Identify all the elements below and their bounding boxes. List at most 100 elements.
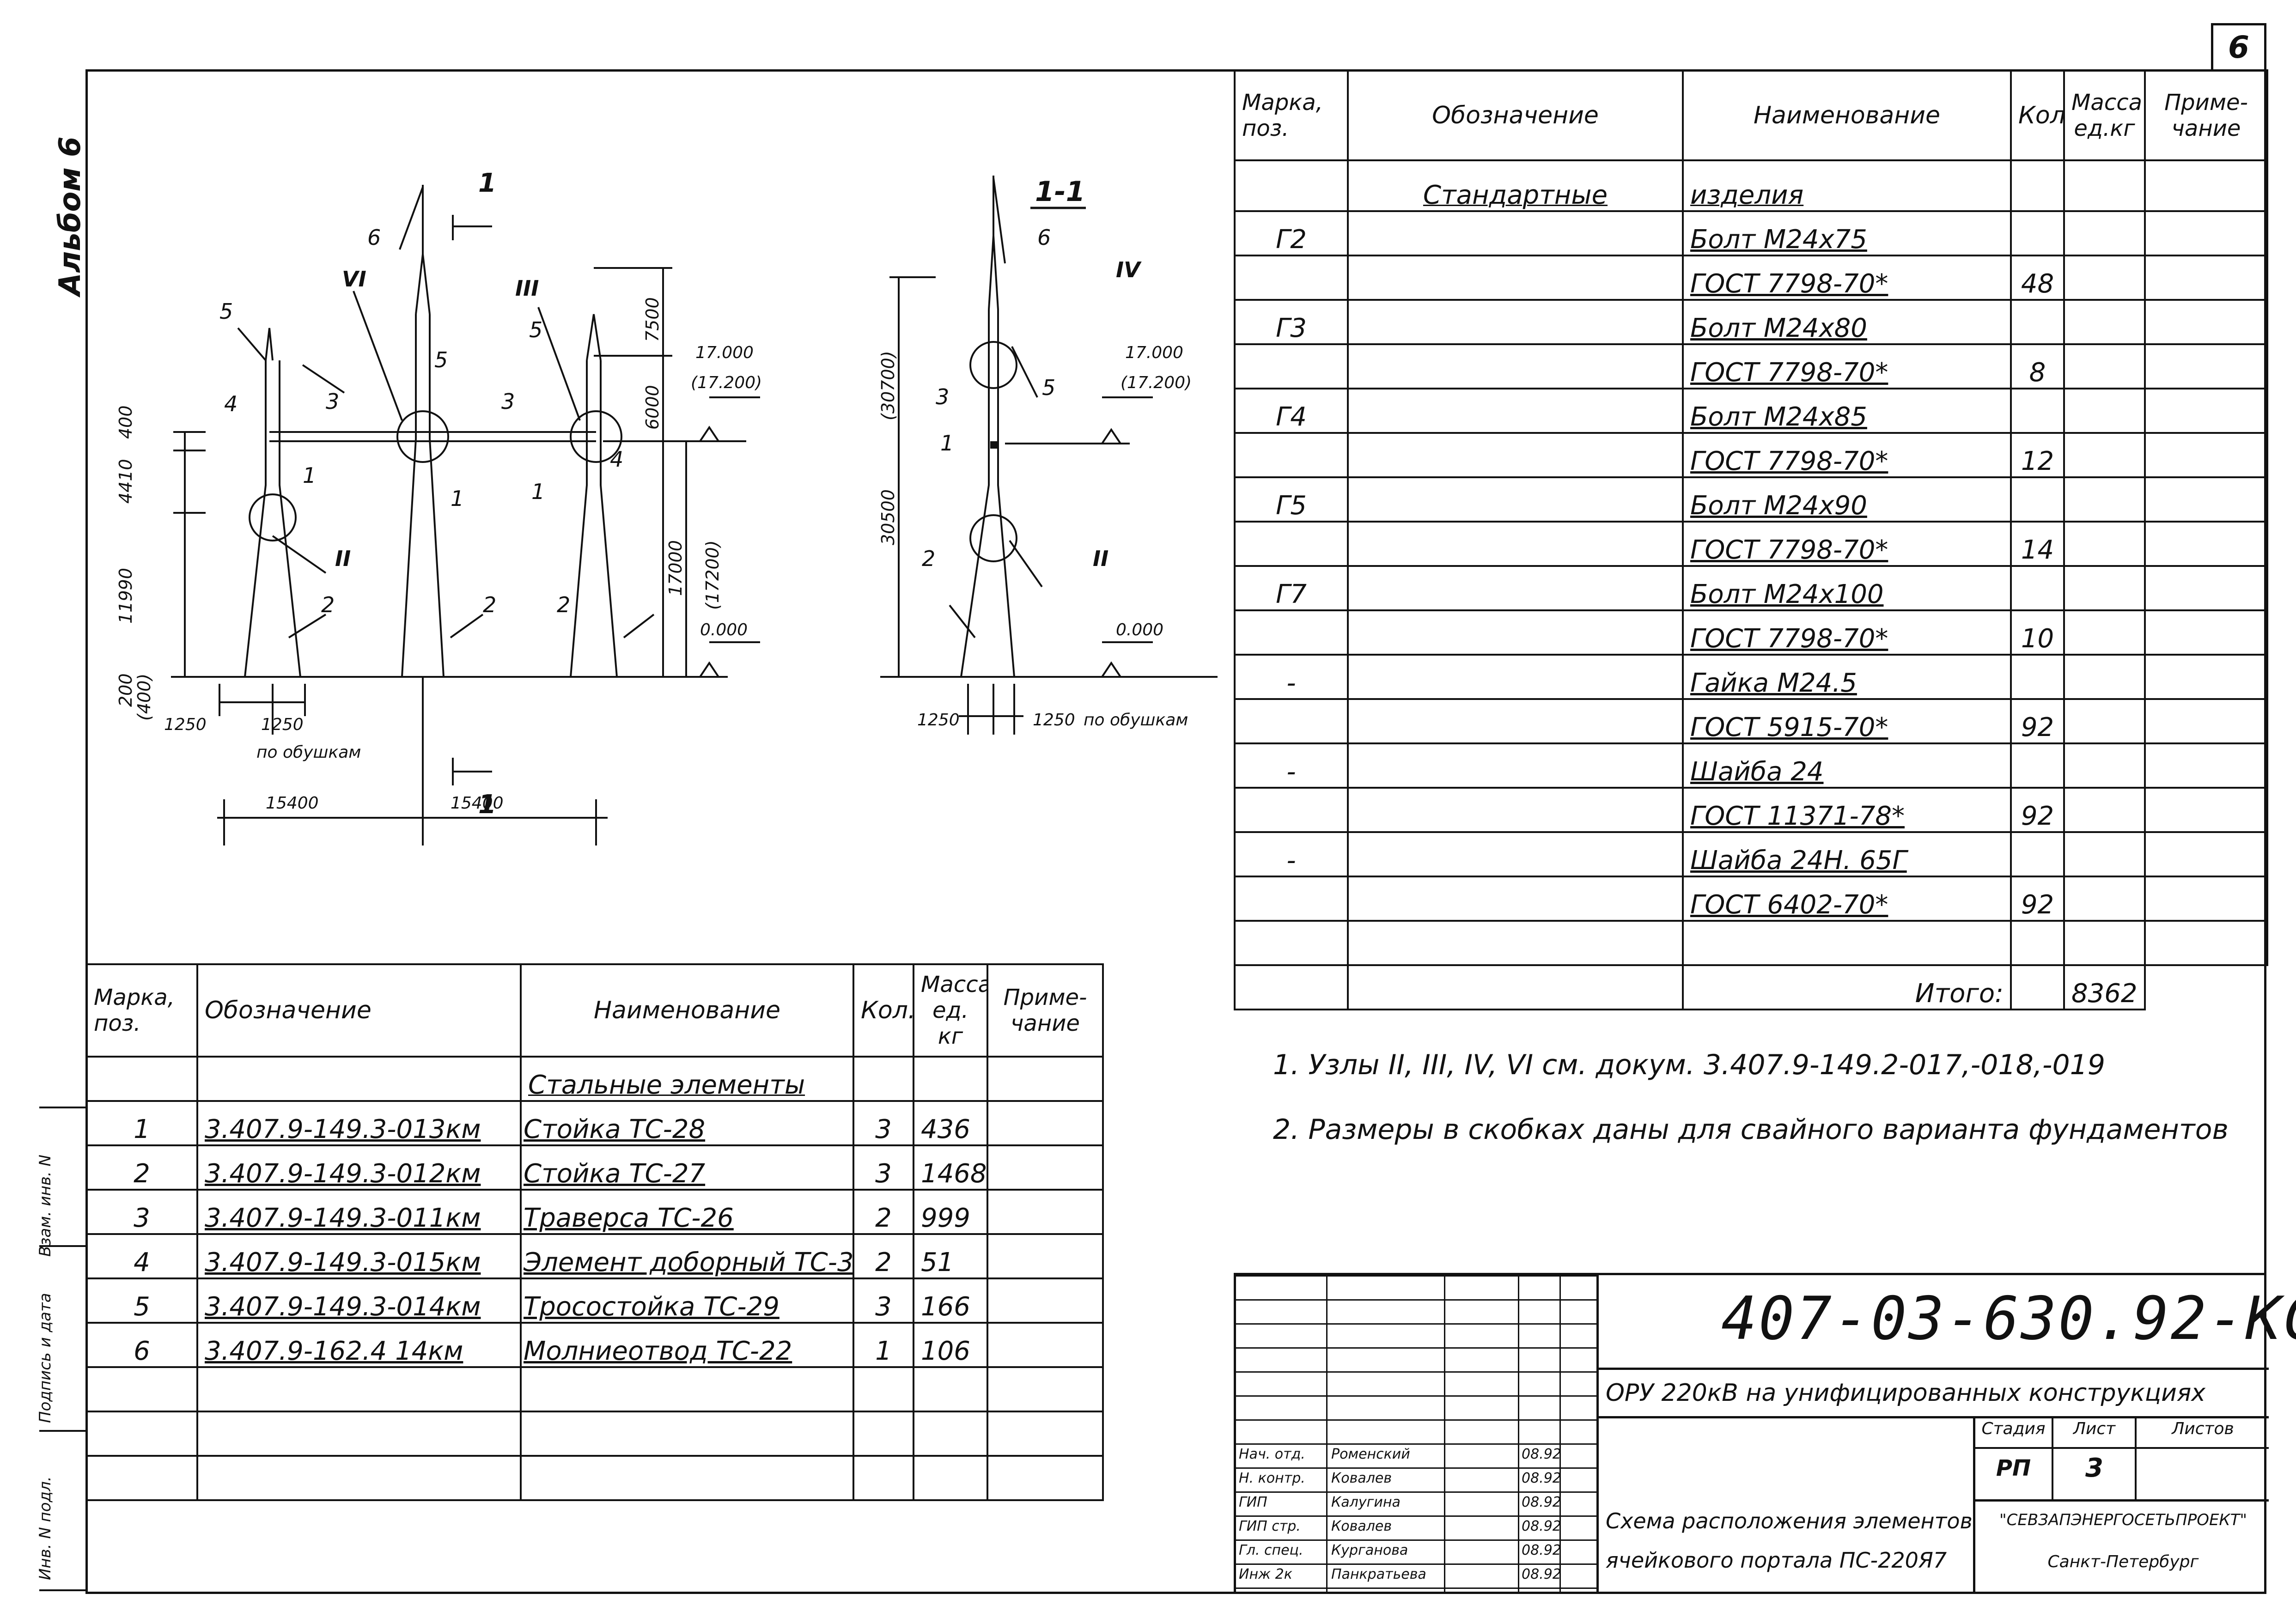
cell-designation: [1347, 742, 1684, 789]
cell-mark: Г4: [1234, 388, 1349, 434]
organization: "СЕВЗАПЭНЕРГОСЕТЬПРОЕКТ": [1999, 1511, 2247, 1529]
cell-qty: 8: [2010, 343, 2065, 389]
header-name: Наименование: [1682, 69, 2012, 161]
cell-note: [2144, 432, 2268, 478]
portal-drawing: 5 4 3 6 5 3 5 4 1 1 1 2 2 2 VI III II 1 …: [116, 168, 1218, 845]
cell-mark: [1234, 521, 1349, 567]
cell-mark: [1234, 698, 1349, 744]
signer-date: 08.92: [1522, 1518, 1561, 1534]
level-top: 17.000: [695, 343, 754, 362]
cell-mass: 1468: [913, 1144, 988, 1191]
cell-designation: [1347, 565, 1684, 611]
table-row: ГОСТ 7798-70*48: [1234, 255, 2268, 301]
sheet-header: Лист: [2073, 1419, 2116, 1438]
header-qty: Кол.: [2010, 69, 2065, 161]
cell-name: ГОСТ 7798-70*: [1682, 255, 2012, 301]
header-designation: Обозначение: [1347, 69, 1684, 161]
dim-bottom-note: по обушкам: [256, 743, 361, 762]
table-header-row: Марка, поз. Обозначение Наименование Кол…: [1234, 69, 2268, 161]
cell-qty: 14: [2010, 521, 2065, 567]
album-label: Альбом 6: [53, 136, 87, 296]
cell-designation: [1347, 299, 1684, 345]
dim-6000: 6000: [642, 385, 663, 430]
header-mass: Масса ед.кг: [2063, 69, 2146, 161]
cell-mark: -: [1234, 654, 1349, 700]
cell-note: [987, 1277, 1104, 1324]
cell-note: [2144, 388, 2268, 434]
cell-name: Шайба 24Н. 65Г: [1682, 831, 2012, 877]
cell-mark: Г3: [1234, 299, 1349, 345]
cell-designation: [1347, 787, 1684, 833]
cell-qty: [2010, 565, 2065, 611]
cell-note: [987, 1189, 1104, 1235]
stage-header: Стадия: [1981, 1419, 2046, 1438]
cell-qty: [2010, 388, 2065, 434]
note-2: 2. Размеры в скобках даны для свайного в…: [1273, 1113, 2229, 1146]
cell-mark: -: [1234, 742, 1349, 789]
cell-qty: 1: [853, 1322, 914, 1368]
signer-name: Ковалев: [1331, 1518, 1392, 1534]
dim-17200-alt: (17200): [702, 540, 723, 610]
cell-note: [2144, 876, 2268, 922]
cell-qty: 2: [853, 1233, 914, 1279]
project-name: ОРУ 220кВ на унифицированных конструкция…: [1606, 1379, 2205, 1407]
cell-qty: 3: [853, 1100, 914, 1146]
cell-mass: [2063, 787, 2146, 833]
cell-qty: 3: [853, 1277, 914, 1324]
header-mark: Марка, поз.: [1234, 69, 1349, 161]
cell-mass: [2063, 920, 2146, 966]
sheets-header: Листов: [2172, 1419, 2234, 1438]
signer-role: Н. контр.: [1239, 1470, 1305, 1486]
pos-5-right: 5: [529, 317, 542, 342]
table-header-row: Марка, поз. Обозначение Наименование Кол…: [85, 963, 1104, 1058]
cell-qty: 12: [2010, 432, 2065, 478]
cell-qty: [853, 1411, 914, 1457]
steel-elements-table: Марка, поз. Обозначение Наименование Кол…: [85, 963, 1104, 1501]
level-top-alt: (17.200): [691, 373, 762, 392]
cell-mass: [2063, 609, 2146, 656]
cell-name: Траверса ТС-26: [520, 1189, 854, 1235]
cell-qty: 3: [853, 1144, 914, 1191]
dim-11990: 11990: [116, 568, 136, 624]
cell-qty: [2010, 742, 2065, 789]
group-row: Стандартные изделия: [1234, 159, 2268, 212]
section-height: 30500: [878, 489, 898, 545]
cell-designation: [1347, 210, 1684, 256]
cell-mass: [2063, 343, 2146, 389]
steel-header-name: Наименование: [520, 963, 854, 1058]
pos-1-right: 1: [531, 479, 545, 504]
cell-mass: [913, 1366, 988, 1412]
table-row: [85, 1411, 1104, 1457]
sheet-corner-box: 6: [2211, 23, 2266, 69]
steel-header-note: Приме- чание: [987, 963, 1104, 1058]
cell-mass: [2063, 255, 2146, 301]
cell-note: [2144, 255, 2268, 301]
cell-designation: [1347, 255, 1684, 301]
steel-group-label: Стальные элементы: [528, 1070, 805, 1100]
table-row: -Гайка М24.5: [1234, 654, 2268, 700]
cell-mass: [2063, 432, 2146, 478]
cell-note: [2144, 521, 2268, 567]
cell-mark: [1234, 876, 1349, 922]
cell-mark: 5: [85, 1277, 198, 1324]
cell-designation: 3.407.9-149.3-015км: [196, 1233, 522, 1279]
pos-4-left: 4: [224, 391, 238, 416]
node-mark-vi: VI: [342, 267, 366, 292]
section-dim-right: 1250: [1033, 711, 1075, 730]
cell-designation: [1347, 476, 1684, 523]
cell-mass: [2063, 876, 2146, 922]
node-mark-ii-main: II: [335, 546, 351, 571]
cell-qty: 10: [2010, 609, 2065, 656]
cell-mark: 1: [85, 1100, 198, 1146]
cell-name: ГОСТ 7798-70*: [1682, 609, 2012, 656]
cell-name: Молниеотвод ТС-22: [520, 1322, 854, 1368]
cell-mass: 999: [913, 1189, 988, 1235]
cell-mass: [2063, 654, 2146, 700]
